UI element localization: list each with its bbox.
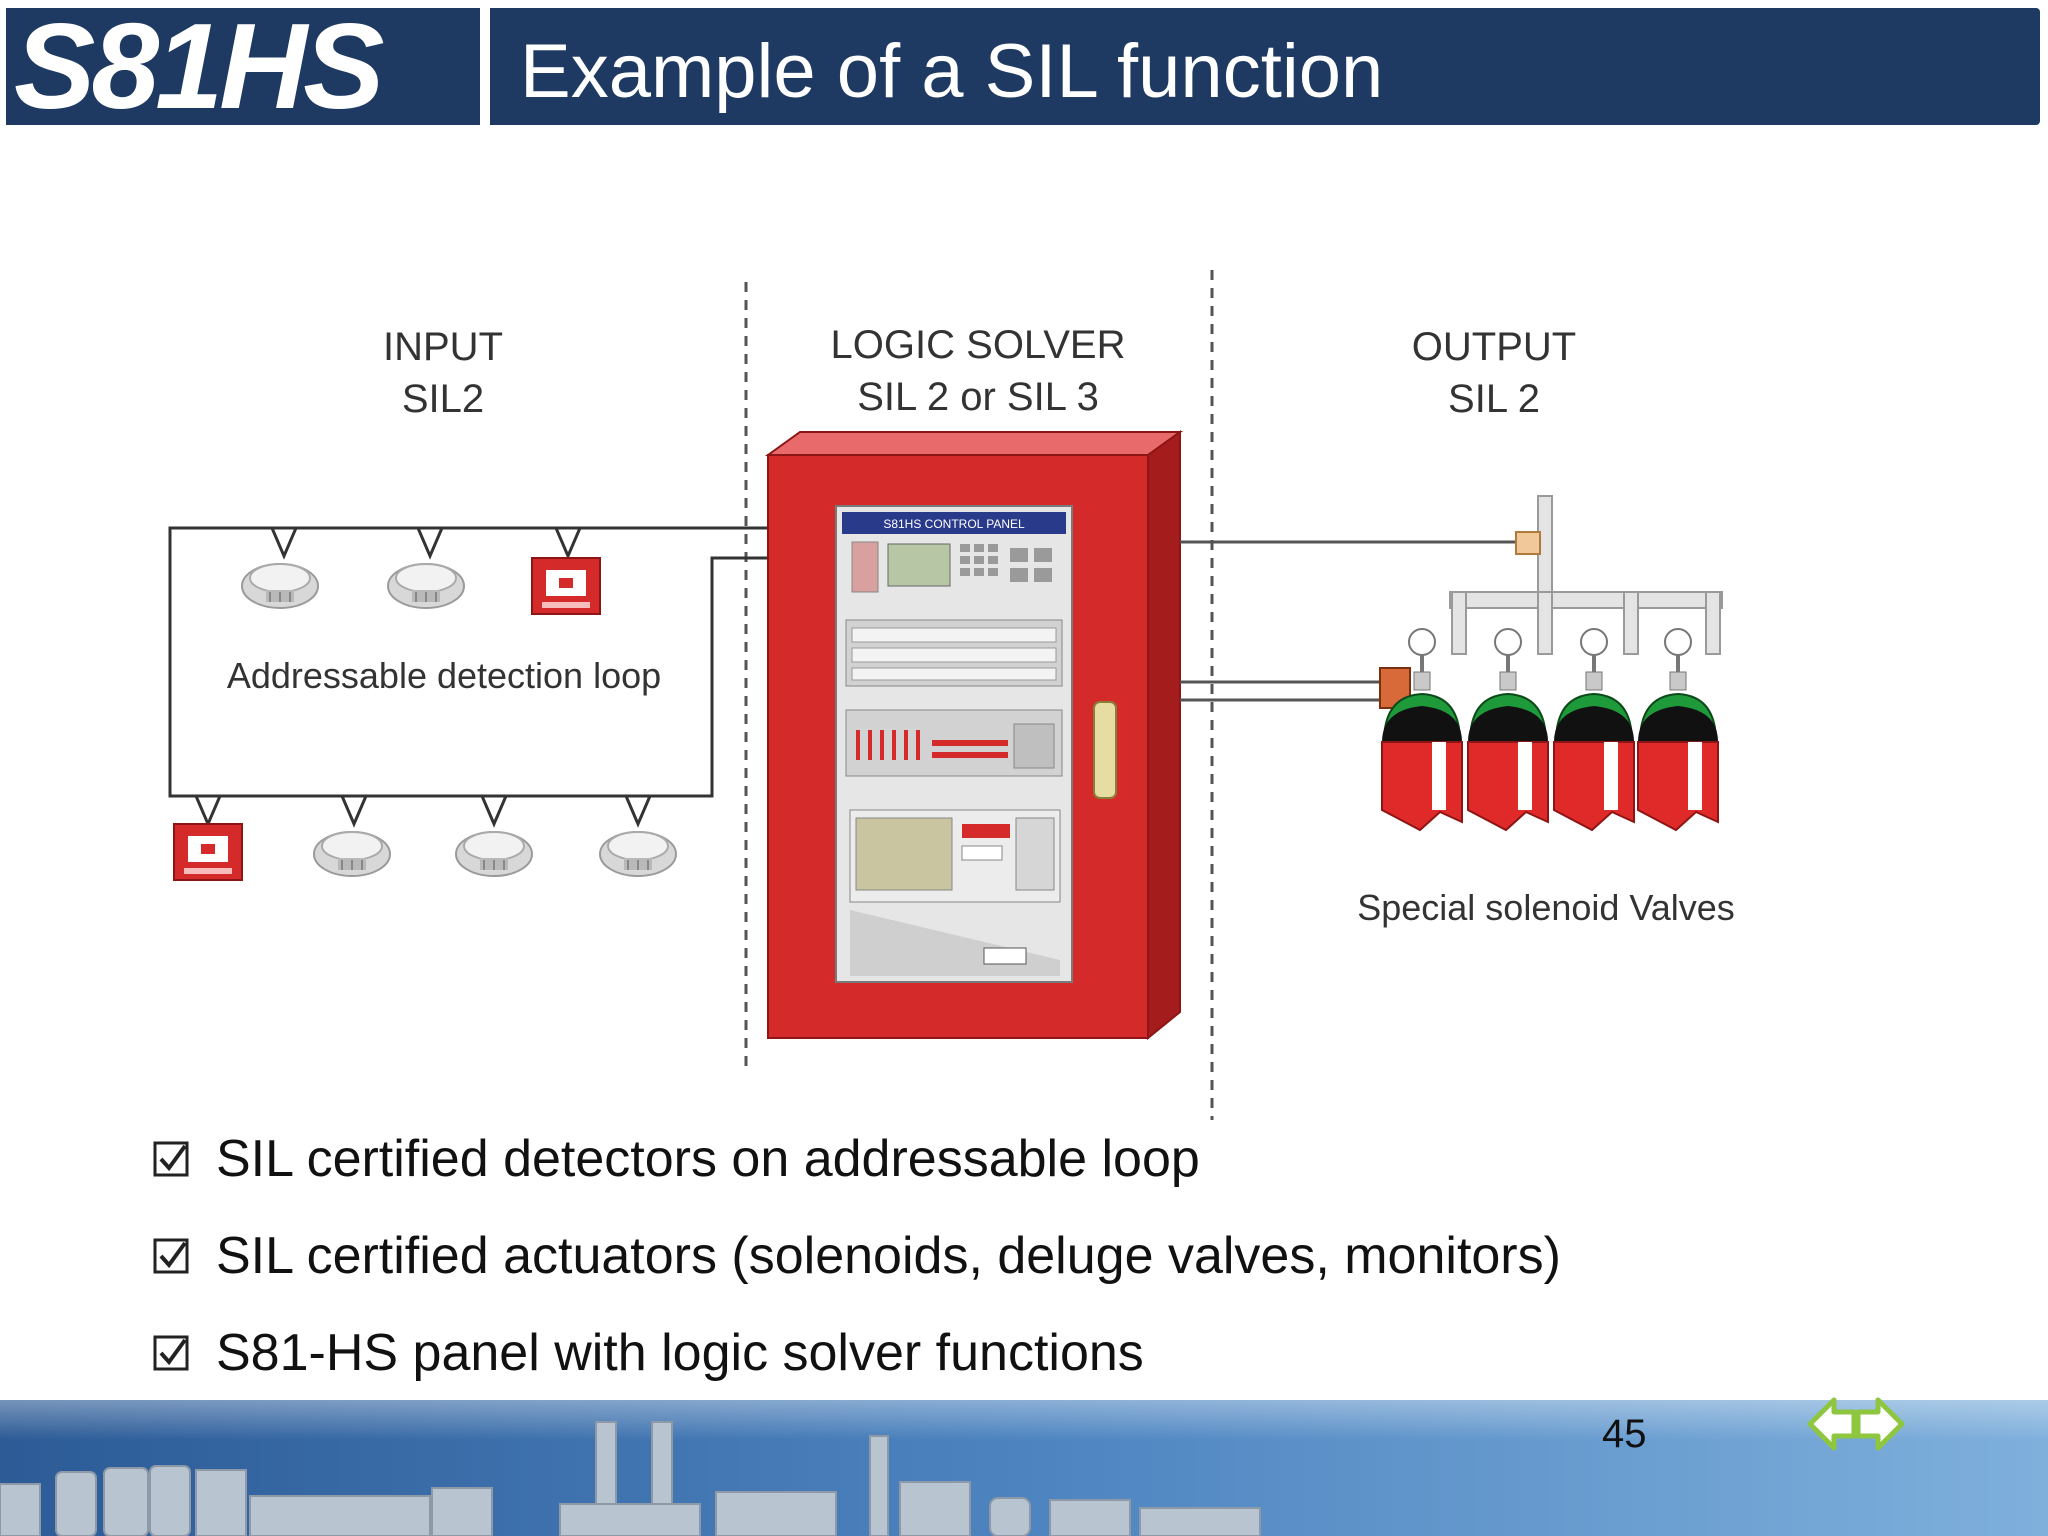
slide-title: Example of a SIL function <box>520 29 1384 114</box>
gas-cylinder-icon <box>1636 627 1720 832</box>
smoke-detector-icon <box>313 831 391 877</box>
smoke-detector-icon <box>455 831 533 877</box>
nav-next-icon[interactable] <box>1855 1397 1905 1451</box>
bullet-list: SIL certified detectors on addressable l… <box>152 1110 1561 1401</box>
smoke-detector-icon <box>241 563 319 609</box>
distribution-manifold <box>1379 495 1723 709</box>
footer-banner <box>0 1400 2048 1536</box>
output-sil: SIL 2 <box>1448 377 1540 421</box>
title-bar: Example of a SIL function <box>490 8 2040 125</box>
bullet-text: SIL certified detectors on addressable l… <box>216 1129 1200 1188</box>
smoke-detector-icon <box>599 831 677 877</box>
bullet-item: S81-HS panel with logic solver functions <box>152 1304 1561 1401</box>
smoke-detector-icon <box>387 563 465 609</box>
gas-cylinder-icon <box>1466 627 1550 832</box>
bullet-item: SIL certified actuators (solenoids, delu… <box>152 1207 1561 1304</box>
bullet-text: S81-HS panel with logic solver functions <box>216 1323 1144 1382</box>
checkbox-checked-icon <box>153 1335 189 1370</box>
checkbox-checked-icon <box>153 1238 189 1273</box>
industrial-skyline <box>0 1421 1261 1536</box>
page-number: 45 <box>1602 1412 1647 1456</box>
bullet-text: SIL certified actuators (solenoids, delu… <box>216 1226 1561 1285</box>
bullet-item: SIL certified detectors on addressable l… <box>152 1110 1561 1207</box>
gas-cylinder-icon <box>1552 627 1636 832</box>
logic-solver-title: LOGIC SOLVER <box>831 323 1126 367</box>
logo-text: S81HS <box>14 0 385 134</box>
input-title: INPUT <box>383 325 503 369</box>
output-title: OUTPUT <box>1412 325 1576 369</box>
sil-function-diagram: INPUT SIL2 LOGIC SOLVER SIL 2 or SIL 3 O… <box>168 270 1735 1120</box>
nav-prev-icon[interactable] <box>1807 1397 1857 1451</box>
manual-call-point-icon <box>531 557 601 615</box>
company-logo: S81HS <box>6 0 480 134</box>
addressable-loop-label: Addressable detection loop <box>227 655 661 696</box>
logic-solver-sil: SIL 2 or SIL 3 <box>857 375 1099 419</box>
solenoid-valves-label: Special solenoid Valves <box>1357 887 1735 928</box>
panel-nameplate: S81HS CONTROL PANEL <box>883 517 1025 531</box>
checkbox-checked-icon <box>153 1141 189 1176</box>
navigation-arrows <box>1807 1397 1905 1451</box>
control-panel-cabinet: S81HS CONTROL PANEL <box>764 430 1184 1041</box>
input-sil: SIL2 <box>402 377 484 421</box>
manual-call-point-icon <box>173 823 243 881</box>
output-wiring <box>1180 540 1526 702</box>
gas-cylinder-icon <box>1380 627 1464 832</box>
